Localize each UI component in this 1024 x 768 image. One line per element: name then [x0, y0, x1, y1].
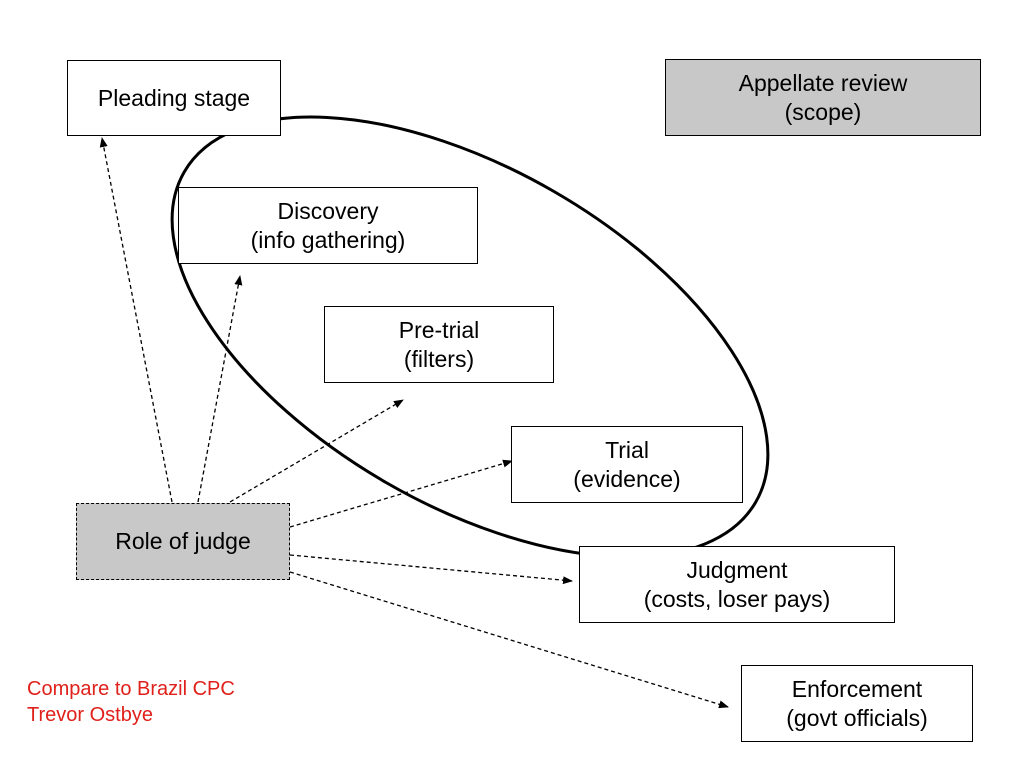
- node-discovery-line-2: (info gathering): [250, 226, 406, 253]
- node-trial: Trial (evidence): [511, 426, 743, 503]
- node-trial-line-1: Trial: [605, 436, 649, 463]
- edge-judge-to-pretrial: [229, 399, 404, 503]
- node-judgment: Judgment (costs, loser pays): [579, 546, 895, 623]
- node-role-of-judge: Role of judge: [76, 503, 290, 580]
- node-discovery-line-1: Discovery: [277, 197, 379, 224]
- edge-judge-to-judgment: [289, 554, 573, 585]
- stage-group-ellipse: [170, 115, 770, 559]
- node-appellate-review: Appellate review (scope): [665, 59, 981, 136]
- node-judgment-line-2: (costs, loser pays): [643, 585, 831, 612]
- node-judgment-line-1: Judgment: [686, 556, 788, 583]
- node-enforcement: Enforcement (govt officials): [741, 665, 973, 742]
- node-role-of-judge-line-1: Role of judge: [115, 528, 251, 554]
- node-enforcement-line-1: Enforcement: [791, 675, 923, 702]
- comparison-note-line-2: Trevor Ostbye: [27, 704, 153, 726]
- node-pre-trial-line-2: (filters): [403, 345, 475, 372]
- node-appellate-review-line-1: Appellate review: [738, 69, 908, 96]
- edge-judge-to-discovery: [197, 275, 243, 503]
- node-appellate-review-line-2: (scope): [784, 98, 862, 125]
- node-pre-trial: Pre-trial (filters): [324, 306, 554, 383]
- node-trial-line-2: (evidence): [573, 465, 681, 492]
- node-pre-trial-line-1: Pre-trial: [398, 316, 480, 343]
- node-discovery: Discovery (info gathering): [178, 187, 478, 264]
- edge-judge-to-enforcement: [289, 571, 729, 709]
- node-pleading-stage: Pleading stage: [67, 60, 281, 136]
- node-pleading-stage-line-1: Pleading stage: [97, 84, 251, 111]
- comparison-note: Compare to Brazil CPC Trevor Ostbye: [27, 676, 235, 728]
- comparison-note-line-1: Compare to Brazil CPC: [27, 678, 235, 700]
- edge-judge-to-trial: [289, 459, 513, 528]
- edge-judge-to-pleading: [99, 137, 173, 503]
- node-enforcement-line-2: (govt officials): [786, 704, 928, 731]
